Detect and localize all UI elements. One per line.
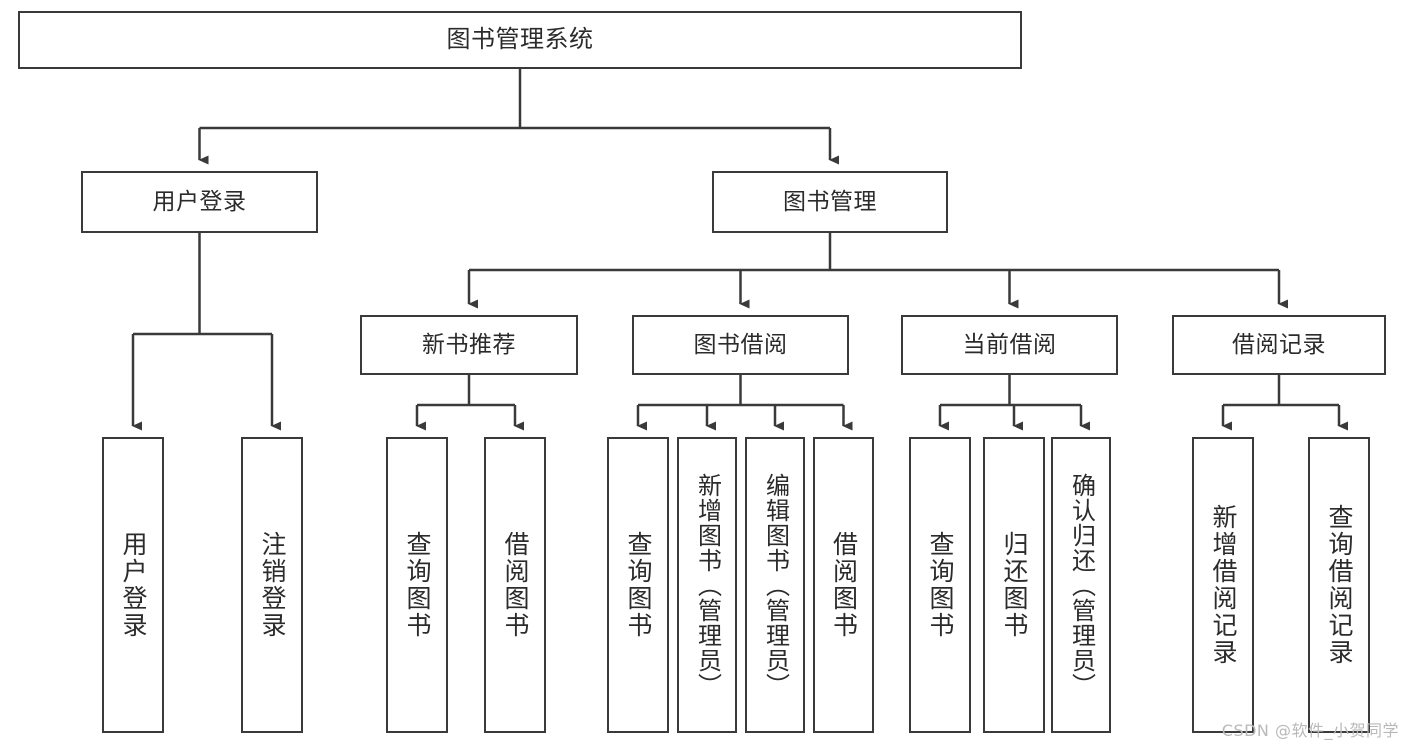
node-leaf-confirm-return[interactable]: 确认归还（管理员） [1051,437,1111,733]
node-label: 确认归还（管理员） [1067,472,1096,698]
node-label: 查询图书 [624,531,653,639]
node-label: 借阅图书 [501,531,530,639]
node-leaf-add-book[interactable]: 新增图书（管理员） [677,437,737,733]
node-label: 查询借阅记录 [1325,504,1354,666]
node-label: 用户登录 [152,188,247,215]
node-label: 查询图书 [926,531,955,639]
node-root[interactable]: 图书管理系统 [18,11,1022,69]
node-label: 查询图书 [403,531,432,639]
csdn-watermark: CSDN @软件_小贺同学 [1221,721,1399,740]
node-label: 图书管理 [783,188,877,215]
node-leaf-borrow-book-1[interactable]: 借阅图书 [484,437,546,733]
node-label: 归还图书 [1000,531,1029,639]
node-leaf-query-book-2[interactable]: 查询图书 [607,437,669,733]
node-leaf-user-login[interactable]: 用户登录 [102,437,164,733]
node-label: 图书借阅 [693,331,788,358]
node-user-login[interactable]: 用户登录 [81,171,318,233]
node-leaf-edit-book[interactable]: 编辑图书（管理员） [745,437,805,733]
node-leaf-logout[interactable]: 注销登录 [241,437,303,733]
node-label: 注销登录 [258,531,287,639]
node-leaf-query-book-1[interactable]: 查询图书 [386,437,448,733]
node-borrow-record[interactable]: 借阅记录 [1172,315,1386,375]
node-book-manage[interactable]: 图书管理 [712,171,948,233]
node-leaf-query-book-3[interactable]: 查询图书 [909,437,971,733]
node-label: 借阅记录 [1232,331,1326,358]
node-label: 借阅图书 [829,531,859,639]
node-current-borrow[interactable]: 当前借阅 [901,315,1118,375]
node-label: 用户登录 [119,531,148,639]
node-label: 图书管理系统 [446,25,594,54]
node-label: 编辑图书（管理员） [761,472,790,698]
node-book-borrow[interactable]: 图书借阅 [632,315,849,375]
node-label: 新书推荐 [422,331,516,358]
node-label: 新增借阅记录 [1209,504,1238,666]
node-leaf-query-record[interactable]: 查询借阅记录 [1308,437,1370,733]
node-leaf-add-record[interactable]: 新增借阅记录 [1192,437,1254,733]
node-leaf-return-book[interactable]: 归还图书 [983,437,1045,733]
node-leaf-borrow-book-2[interactable]: 借阅图书 [813,437,874,733]
node-label: 当前借阅 [962,331,1057,358]
node-label: 新增图书（管理员） [693,472,722,698]
node-new-book-rec[interactable]: 新书推荐 [360,315,578,375]
